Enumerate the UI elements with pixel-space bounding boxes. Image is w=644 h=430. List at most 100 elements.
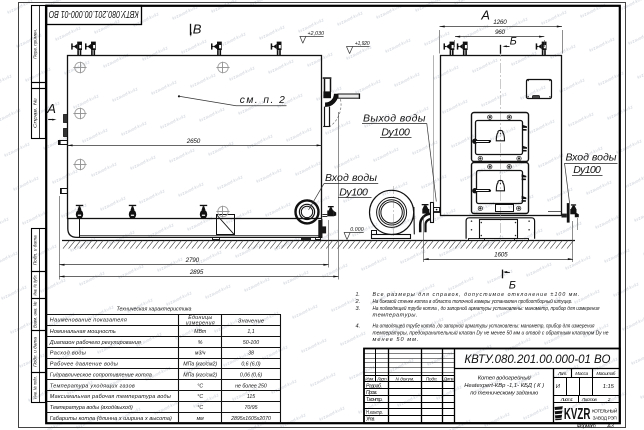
svg-text:Расход воды: Расход воды — [50, 351, 86, 357]
svg-text:Изм.: Изм. — [365, 376, 374, 381]
svg-text:1.: 1. — [356, 292, 360, 298]
svg-text:Вход воды: Вход воды — [566, 152, 617, 164]
svg-text:Листов: Листов — [581, 397, 598, 402]
svg-text:Наименование показателя: Наименование показателя — [50, 318, 127, 324]
svg-text:Рабочее давление воды: Рабочее давление воды — [50, 362, 118, 368]
svg-text:2790: 2790 — [185, 257, 200, 264]
svg-text:1605: 1605 — [494, 251, 508, 258]
svg-text:Подп. и дата: Подп. и дата — [32, 336, 37, 367]
svg-text:960: 960 — [495, 29, 505, 36]
svg-text:Выход воды: Выход воды — [363, 112, 426, 124]
svg-text:Инв. № подл.: Инв. № подл. — [32, 376, 37, 399]
svg-text:1: 1 — [570, 397, 573, 402]
svg-text:0,06 (0,6): 0,06 (0,6) — [240, 372, 262, 378]
svg-text:м3/ч: м3/ч — [195, 351, 206, 357]
svg-text:2: 2 — [607, 397, 611, 402]
svg-text:Лист: Лист — [376, 376, 387, 381]
svg-text:°С: °С — [197, 405, 203, 411]
svg-text:4.: 4. — [356, 324, 361, 330]
svg-text:Heatexpert-КВр -1,1- КБД ( К ): Heatexpert-КВр -1,1- КБД ( К ) — [464, 383, 544, 389]
svg-text:КОТЕЛЬНЫЙ: КОТЕЛЬНЫЙ — [592, 407, 617, 414]
svg-text:На боковой стенке котла в обла: На боковой стенке котла в области топочн… — [373, 298, 573, 305]
svg-text:Все размеры для справок, допус: Все размеры для справок, допустимое откл… — [373, 292, 580, 298]
svg-text:КВТУ.080.201.00.000-01 ВО: КВТУ.080.201.00.000-01 ВО — [49, 8, 139, 19]
svg-text:+1,920: +1,920 — [355, 41, 370, 47]
svg-text:Габариты котла (длинна х ширин: Габариты котла (длинна х ширина х высота… — [50, 416, 172, 422]
svg-text:%: % — [198, 340, 203, 346]
svg-text:см. п. 2: см. п. 2 — [240, 95, 285, 106]
svg-text:kvzavod-kv.kz: kvzavod-kv.kz — [618, 0, 644, 12]
svg-text:МПа (кгс/см2): МПа (кгс/см2) — [183, 372, 217, 378]
svg-text:Пров.: Пров. — [366, 390, 378, 396]
svg-text:Масштаб: Масштаб — [596, 371, 615, 376]
svg-text:Лит.: Лит. — [557, 371, 567, 376]
svg-text:Формат: Формат — [577, 423, 597, 429]
svg-text:температуры, предохранительный: температуры, предохранительный клапан Dу… — [373, 329, 609, 336]
svg-text:kvzavod-kv.kz: kvzavod-kv.kz — [240, 419, 268, 430]
svg-text:Н.контр.: Н.контр. — [366, 410, 383, 416]
svg-text:На подводящей трубе котла ,: На подводящей трубе котла , до запорной … — [373, 305, 600, 312]
svg-text:Взам. инв. №: Взам. инв. № — [32, 301, 37, 328]
svg-text:3.: 3. — [356, 306, 361, 312]
svg-text:Утв.: Утв. — [366, 417, 375, 423]
svg-text:Dy100: Dy100 — [573, 164, 601, 176]
svg-text:Dy100: Dy100 — [381, 127, 410, 139]
svg-text:по техническому заданию: по техническому заданию — [470, 391, 539, 397]
svg-text:70/95: 70/95 — [245, 405, 258, 411]
svg-text:Б: Б — [510, 36, 517, 48]
svg-text:Лист: Лист — [560, 397, 571, 402]
svg-text:0,6 (6,0): 0,6 (6,0) — [241, 362, 261, 368]
svg-text:Температура уходящих газов: Температура уходящих газов — [50, 383, 135, 389]
svg-text:2895х1605х2070: 2895х1605х2070 — [230, 416, 271, 422]
svg-text:1260: 1260 — [493, 19, 507, 26]
svg-text:2650: 2650 — [186, 138, 201, 145]
svg-text:N докум.: N докум. — [396, 376, 415, 381]
svg-text:менее 50 мм.: менее 50 мм. — [373, 337, 419, 343]
svg-text:2.: 2. — [355, 299, 361, 305]
svg-text:Инв. № дубл.: Инв. № дубл. — [32, 275, 37, 296]
svg-text:KVZR: KVZR — [564, 406, 591, 423]
svg-text:МПа (кгс/см2): МПа (кгс/см2) — [183, 362, 217, 368]
svg-text:В: В — [193, 21, 202, 36]
svg-text:измерения: измерения — [186, 321, 215, 327]
svg-text:И: И — [556, 384, 561, 390]
svg-text:50-100: 50-100 — [243, 340, 259, 346]
svg-text:Единицы: Единицы — [188, 315, 212, 321]
svg-text:А: А — [46, 101, 56, 116]
svg-text:Котел водогрейный: Котел водогрейный — [478, 375, 532, 382]
svg-text:0.000: 0.000 — [350, 227, 364, 233]
svg-text:1,1: 1,1 — [247, 329, 254, 335]
svg-text:Температура воды (вход/выход): Температура воды (вход/выход) — [50, 405, 133, 411]
svg-text:115: 115 — [247, 394, 255, 400]
svg-text:+2,030: +2,030 — [308, 31, 325, 37]
svg-text:Б: Б — [509, 279, 516, 291]
svg-text:ЗАВОД РЭП: ЗАВОД РЭП — [593, 416, 617, 421]
svg-text:Диапазон рабочего регулировани: Диапазон рабочего регулирования — [49, 340, 141, 346]
svg-text:Значение: Значение — [238, 319, 264, 325]
svg-text:Техническая характеристика: Техническая характеристика — [117, 307, 193, 313]
svg-text:МВт: МВт — [194, 329, 207, 335]
svg-text:°С: °С — [197, 383, 203, 389]
svg-text:Масса: Масса — [575, 371, 588, 376]
svg-text:не более 250: не более 250 — [235, 383, 267, 389]
svg-text:Разраб.: Разраб. — [366, 384, 382, 390]
svg-text:Dy100: Dy100 — [339, 186, 368, 198]
svg-text:38: 38 — [248, 351, 254, 357]
svg-text:Дата: Дата — [443, 376, 454, 381]
svg-text:На отводящей трубе котла ,до з: На отводящей трубе котла ,до запорной ар… — [373, 323, 595, 330]
svg-text:А: А — [480, 8, 490, 23]
svg-text:КВТУ.080.201.00.000-01 ВО: КВТУ.080.201.00.000-01 ВО — [464, 354, 610, 366]
svg-text:kvzavod-kv.kz: kvzavod-kv.kz — [36, 420, 64, 430]
svg-text:температуры.: температуры. — [373, 313, 418, 319]
svg-text:Перв. примен.: Перв. примен. — [32, 29, 37, 59]
svg-text:Гидравлическое сопротивление к: Гидравлическое сопротивление котла — [50, 372, 152, 378]
svg-text:°С: °С — [197, 394, 203, 400]
svg-text:Т.контр.: Т.контр. — [366, 397, 383, 403]
svg-text:1:15: 1:15 — [603, 384, 615, 390]
svg-text:Номинальная мощность: Номинальная мощность — [50, 329, 116, 335]
svg-text:Подп.: Подп. — [426, 376, 438, 381]
svg-text:2895: 2895 — [189, 269, 204, 276]
svg-text:мм: мм — [197, 416, 205, 422]
svg-text:Подп. и дата: Подп. и дата — [32, 235, 37, 266]
svg-text:А3: А3 — [606, 423, 614, 429]
